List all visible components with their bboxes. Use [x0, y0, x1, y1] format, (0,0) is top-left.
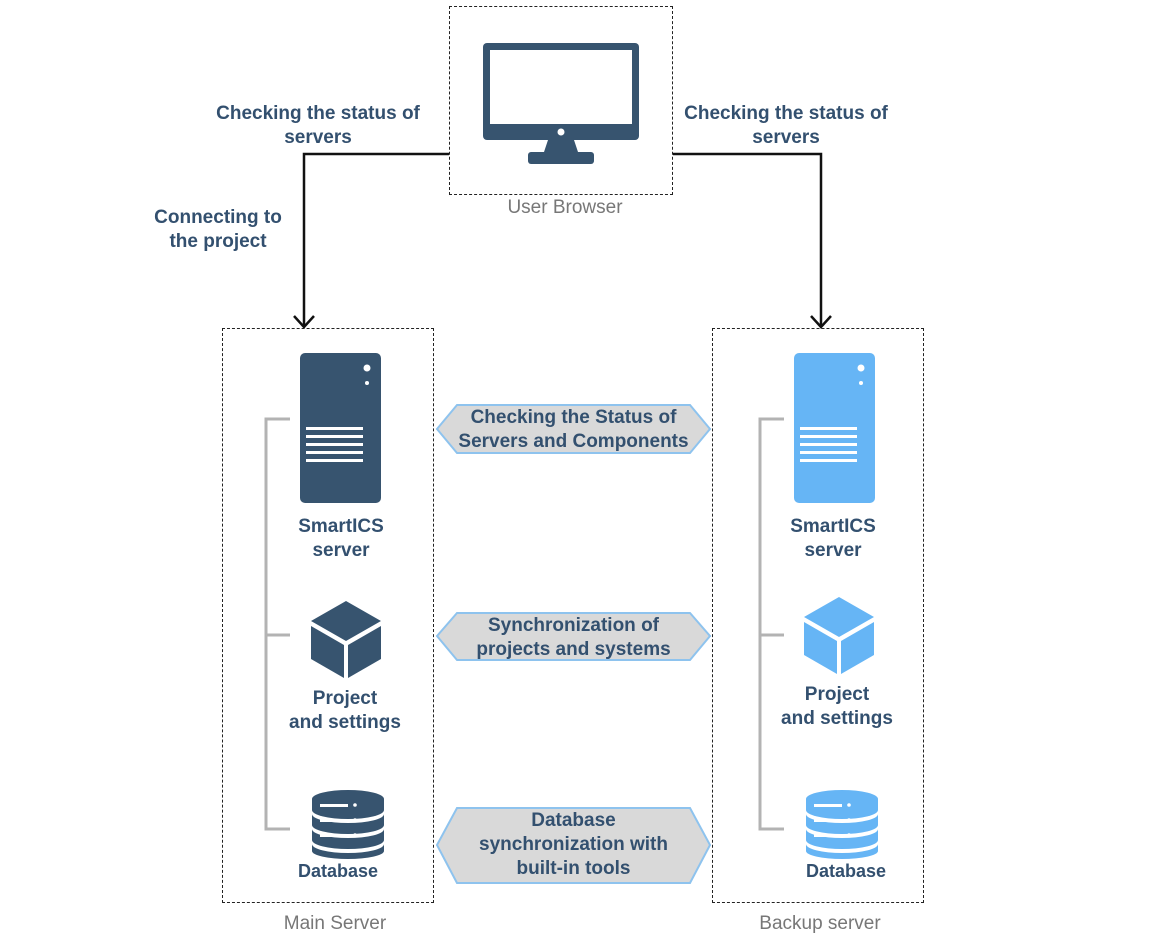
user-browser-box — [449, 6, 673, 195]
sync-database-line3: built-in tools — [516, 858, 631, 879]
connect-label-line1: Connecting to — [154, 207, 282, 228]
main-server-bracket — [264, 417, 290, 831]
right-status-label-line1: Checking the status of — [684, 103, 888, 124]
main-project-label: Project and settings — [264, 687, 426, 735]
sync-projects-label: Synchronization of projects and systems — [437, 614, 710, 662]
main-server-label: SmartICS server — [260, 515, 422, 563]
main-server-label-line1: SmartICS — [298, 516, 384, 537]
backup-database-label: Database — [805, 861, 887, 881]
right-status-label-line2: servers — [752, 127, 820, 148]
backup-project-label-line2: and settings — [781, 708, 893, 729]
sync-database-line1: Database — [531, 810, 616, 831]
sync-projects-line2: projects and systems — [476, 639, 671, 660]
monitor-icon — [483, 43, 639, 164]
backup-server-box — [712, 328, 924, 903]
sync-projects-line1: Synchronization of — [488, 615, 659, 636]
sync-status-line2: Servers and Components — [458, 431, 689, 452]
main-server-label-line2: server — [312, 540, 370, 561]
main-project-label-line2: and settings — [289, 712, 401, 733]
right-status-label: Checking the status of servers — [671, 102, 901, 150]
backup-server-label-line1: SmartICS — [790, 516, 876, 537]
sync-projects-arrow — [435, 612, 712, 661]
backup-project-cube-icon — [804, 597, 874, 674]
backup-database-icon — [806, 790, 878, 859]
main-database-label: Database — [297, 861, 379, 881]
main-database-icon — [312, 790, 384, 859]
left-status-label-line2: servers — [284, 127, 352, 148]
connector-left — [293, 152, 449, 329]
main-server-box — [222, 328, 434, 903]
sync-status-line1: Checking the Status of — [470, 407, 677, 428]
main-project-label-line1: Project — [312, 688, 378, 709]
backup-server-tower-icon — [794, 353, 875, 503]
connect-project-label: Connecting to the project — [138, 206, 298, 254]
sync-status-arrow — [435, 404, 712, 454]
backup-project-label: Project and settings — [756, 683, 918, 731]
sync-database-line2: synchronization with — [479, 834, 668, 855]
left-status-label: Checking the status of servers — [203, 102, 433, 150]
sync-database-label: Database synchronization with built-in t… — [437, 809, 710, 881]
connect-label-line2: the project — [169, 231, 267, 252]
sync-database-arrow — [435, 807, 712, 884]
backup-server-caption: Backup server — [759, 913, 881, 934]
main-server-tower-icon — [300, 353, 381, 503]
backup-server-label-line2: server — [804, 540, 862, 561]
main-server-caption: Main Server — [283, 913, 387, 934]
user-browser-caption: User Browser — [507, 197, 623, 218]
backup-project-label-line1: Project — [804, 684, 870, 705]
backup-server-label: SmartICS server — [752, 515, 914, 563]
connector-right — [673, 152, 832, 329]
sync-status-label: Checking the Status of Servers and Compo… — [437, 406, 710, 454]
backup-server-bracket — [758, 417, 784, 831]
left-status-label-line1: Checking the status of — [216, 103, 420, 124]
main-project-cube-icon — [311, 601, 381, 678]
